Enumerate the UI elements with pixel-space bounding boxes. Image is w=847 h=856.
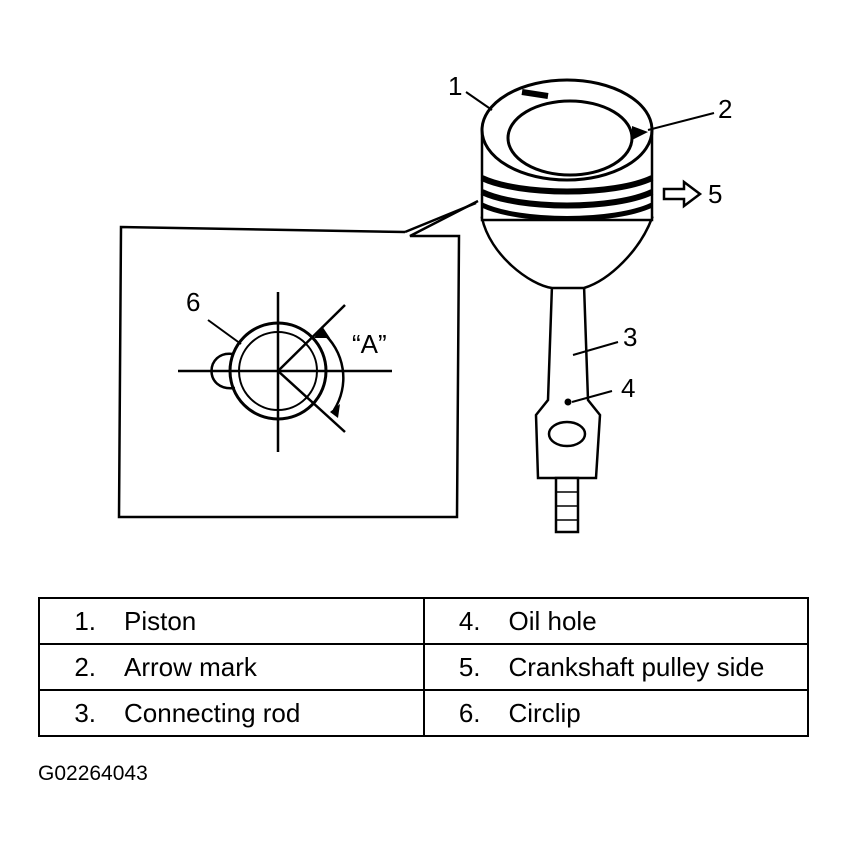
legend-label: Piston	[124, 605, 197, 636]
legend-number: 4.	[458, 605, 481, 636]
callout-3: 3	[623, 322, 637, 352]
piston-assembly-diagram: 1 2 3 4 5 6 “A”	[117, 71, 732, 534]
legend-number: 2.	[74, 651, 96, 682]
legend-cell: 2. Arrow mark	[38, 643, 425, 691]
legend-label: Arrow mark	[124, 651, 257, 682]
legend-table: 1. Piston 4. Oil hole 2. Arrow mark 5. Crank…	[38, 597, 809, 737]
legend-label: Crankshaft pulley side	[508, 651, 765, 682]
table-row: 1. Piston 4. Oil hole	[38, 597, 809, 645]
piston-rod-assembly	[480, 78, 654, 534]
legend-number: 6.	[458, 697, 481, 728]
legend-cell: 1. Piston	[38, 597, 425, 645]
legend-cell: 5. Crankshaft pulley side	[422, 643, 809, 691]
detail-inset	[117, 199, 479, 519]
callout-5: 5	[708, 179, 722, 209]
callout-4: 4	[621, 373, 635, 403]
crankshaft-direction-arrow	[662, 179, 703, 209]
legend-cell: 6. Circlip	[422, 689, 809, 737]
legend-label: Circlip	[508, 697, 581, 728]
legend-number: 3.	[74, 697, 96, 728]
legend-label: Oil hole	[508, 605, 597, 636]
angle-label: “A”	[352, 329, 387, 359]
table-row: 2. Arrow mark 5. Crankshaft pulley side	[38, 643, 809, 691]
callout-6: 6	[186, 287, 200, 317]
legend-cell: 4. Oil hole	[422, 597, 809, 645]
table-row: 3. Connecting rod 6. Circlip	[38, 689, 809, 737]
callout-2: 2	[718, 94, 732, 124]
legend-cell: 3. Connecting rod	[38, 689, 425, 737]
circlip-detail	[178, 292, 392, 452]
legend-number: 1.	[74, 605, 96, 636]
figure-id: G02264043	[38, 762, 148, 785]
legend-number: 5.	[458, 651, 481, 682]
callout-1: 1	[448, 71, 462, 101]
leader-lines	[465, 91, 715, 403]
legend-label: Connecting rod	[124, 697, 301, 728]
